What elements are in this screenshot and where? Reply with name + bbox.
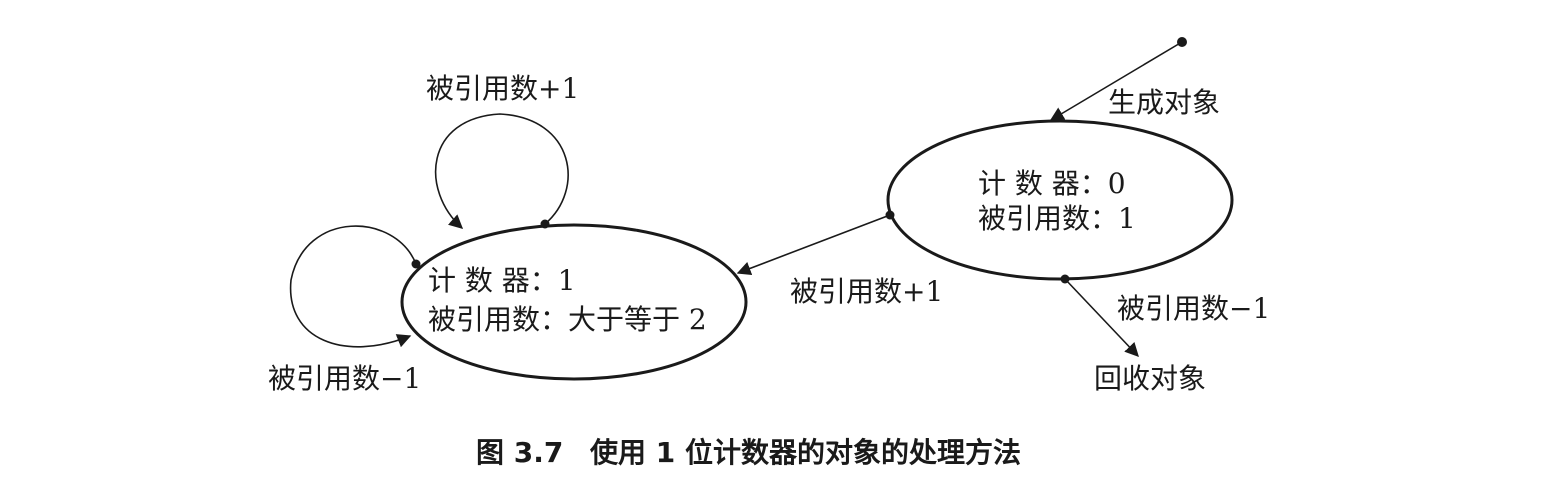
state-left-ellipse (400, 223, 748, 381)
self-loop-top-label: 被引用数+1 (426, 72, 579, 105)
right-to-left-label: 被引用数+1 (790, 275, 943, 308)
state-right-counter: 计 数 器：0 (978, 167, 1126, 200)
create-arrow (1049, 41, 1183, 121)
self-loop-left-label: 被引用数−1 (268, 362, 421, 395)
self-loop-top-arrow (434, 113, 569, 229)
self-loop-left-arrow (289, 225, 417, 348)
right-to-left-arrow (736, 214, 891, 276)
state-right-ellipse (886, 119, 1234, 281)
state-left-counter: 计 数 器：1 (428, 264, 576, 297)
reclaim-arrow (1064, 278, 1139, 358)
figure-title: 使用 1 位计数器的对象的处理方法 (589, 436, 1021, 469)
create-label: 生成对象 (1108, 86, 1220, 119)
state-right-refcount: 被引用数：1 (978, 202, 1136, 235)
figure-number: 图 3.7 (476, 436, 563, 469)
state-left-refcount: 被引用数：大于等于 2 (428, 303, 707, 336)
reclaim-target-label: 回收对象 (1094, 362, 1206, 395)
reclaim-label: 被引用数−1 (1117, 292, 1270, 325)
